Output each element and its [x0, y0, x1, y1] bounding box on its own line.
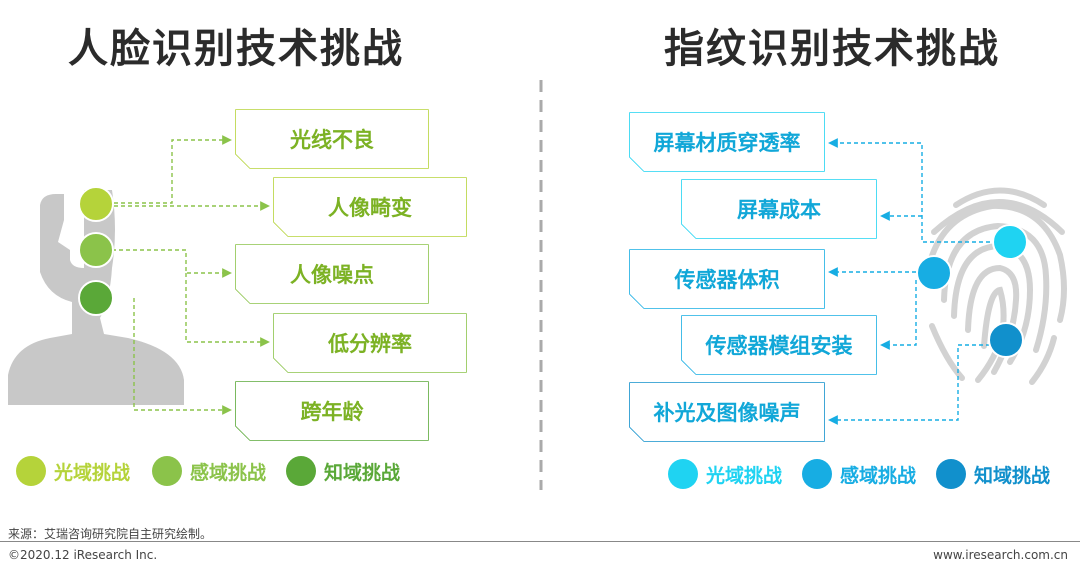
face-dot-mid — [78, 232, 114, 268]
finger-dot-light — [992, 224, 1028, 260]
source-note: 来源：艾瑞咨询研究院自主研究绘制。 — [8, 527, 213, 541]
finger-legend-light: 光域挑战 — [668, 459, 782, 489]
legend-dot-icon — [152, 456, 182, 486]
face-legend-dark: 知域挑战 — [286, 456, 400, 486]
face-box-noise: 人像噪点 — [236, 245, 428, 303]
website-link[interactable]: www.iresearch.com.cn — [933, 548, 1068, 562]
footer-divider — [0, 541, 1080, 542]
connector-finger-dark — [828, 344, 990, 425]
connector-face-light-1 — [114, 135, 232, 204]
face-dot-light — [78, 186, 114, 222]
face-box-cross-age: 跨年龄 — [236, 382, 428, 440]
connector-finger-mid-2 — [880, 280, 917, 350]
legend-label: 光域挑战 — [54, 461, 131, 484]
connector-face-mid-2 — [185, 273, 270, 347]
finger-box-sensor-volume: 传感器体积 — [630, 250, 824, 308]
finger-legend-dark: 知域挑战 — [936, 459, 1050, 489]
face-title: 人脸识别技术挑战 — [68, 26, 404, 72]
copyright: ©2020.12 iResearch Inc. — [8, 548, 158, 562]
legend-dot-icon — [16, 456, 46, 486]
legend-dot-icon — [802, 459, 832, 489]
finger-dot-mid — [916, 255, 952, 291]
legend-dot-icon — [286, 456, 316, 486]
legend-dot-icon — [668, 459, 698, 489]
finger-box-screen-transmittance: 屏幕材质穿透率 — [630, 113, 824, 171]
legend-label: 知域挑战 — [974, 464, 1051, 487]
fingerprint-icon — [927, 187, 1067, 385]
face-box-distortion: 人像畸变 — [274, 178, 466, 236]
face-legend-light: 光域挑战 — [16, 456, 130, 486]
legend-dot-icon — [936, 459, 966, 489]
finger-dot-dark — [988, 322, 1024, 358]
face-box-low-resolution: 低分辨率 — [274, 314, 466, 372]
finger-box-fill-light-noise: 补光及图像噪声 — [630, 383, 824, 441]
legend-label: 感域挑战 — [840, 464, 917, 487]
finger-box-sensor-installation: 传感器模组安装 — [682, 316, 876, 374]
legend-label: 光域挑战 — [706, 464, 783, 487]
face-legend-mid: 感域挑战 — [152, 456, 266, 486]
face-dot-dark — [78, 280, 114, 316]
connector-finger-light — [828, 138, 990, 243]
finger-legend-mid: 感域挑战 — [802, 459, 916, 489]
legend-label: 知域挑战 — [324, 461, 401, 484]
connector-face-mid-1 — [112, 249, 232, 278]
connector-face-dark — [133, 298, 232, 415]
face-box-light-issue: 光线不良 — [236, 110, 428, 168]
legend-label: 感域挑战 — [190, 461, 267, 484]
finger-box-screen-cost: 屏幕成本 — [682, 180, 876, 238]
fingerprint-title: 指纹识别技术挑战 — [664, 26, 1000, 72]
